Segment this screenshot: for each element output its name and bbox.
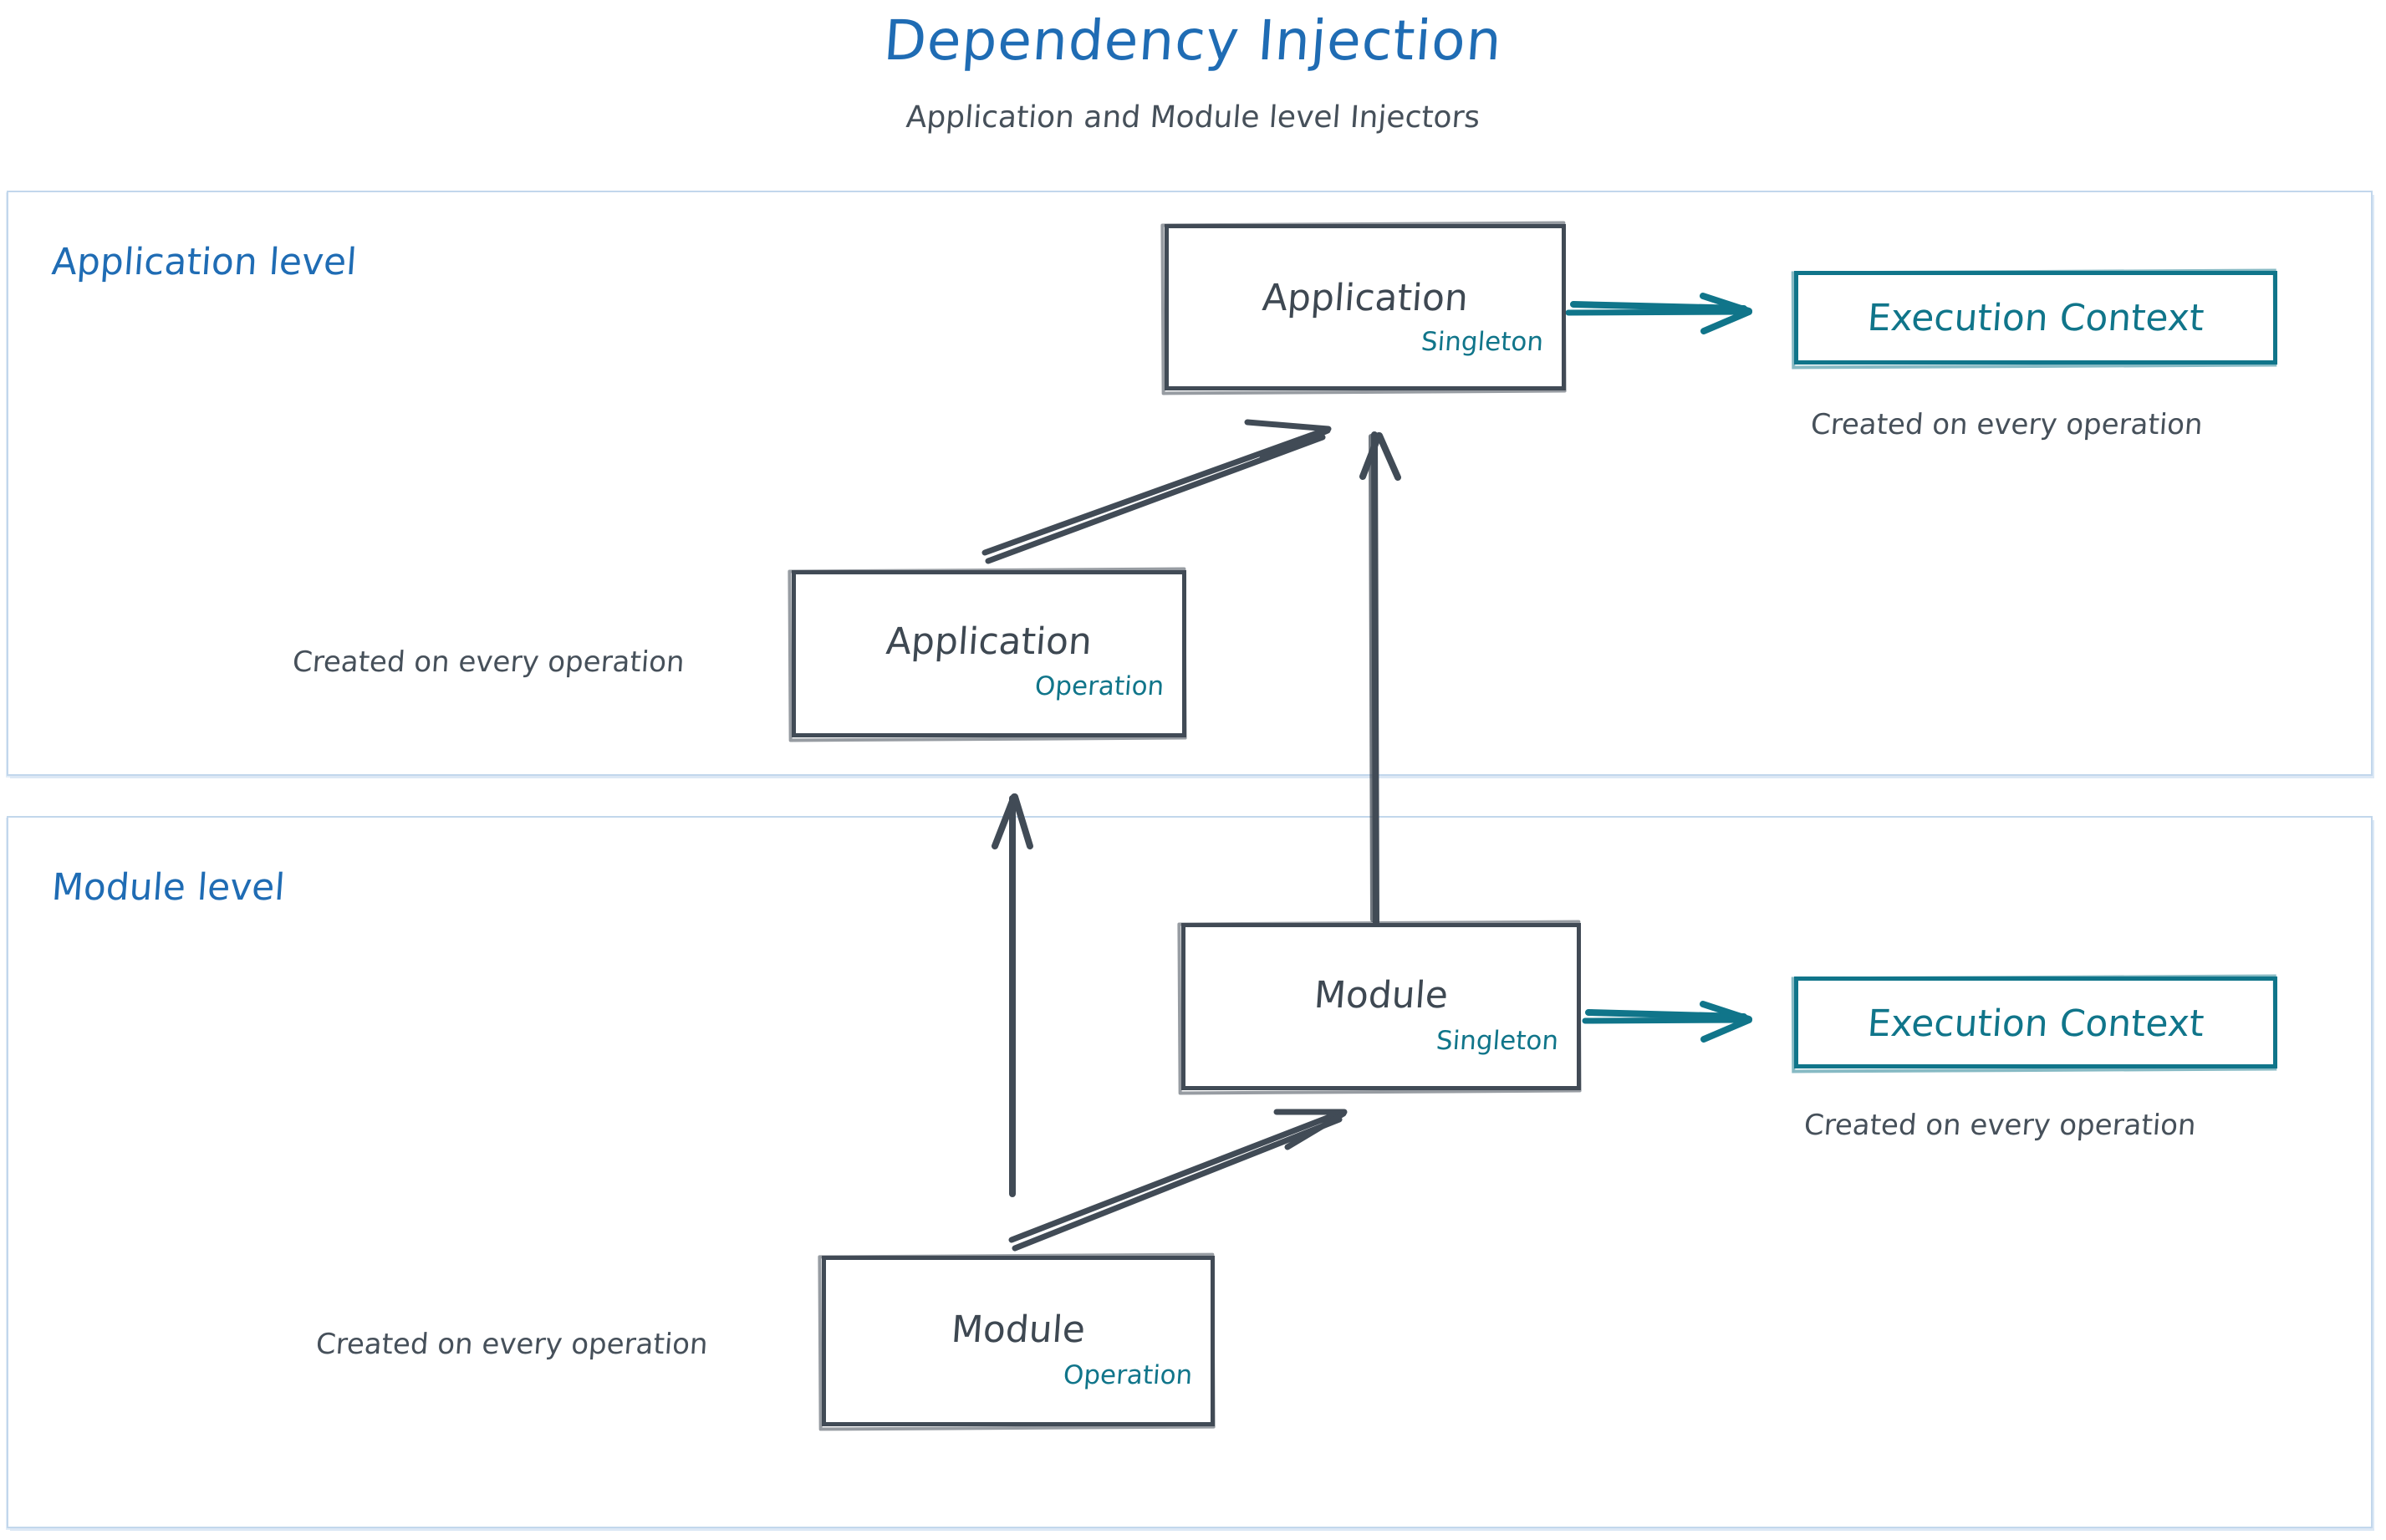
node-scope-label: Operation: [1033, 671, 1165, 701]
node-title: Application: [885, 620, 1094, 663]
node-application-singleton[interactable]: Application Singleton: [1165, 224, 1566, 390]
node-module-singleton[interactable]: Module Singleton: [1181, 923, 1581, 1090]
application-execution-context-caption: Created on every operation: [1809, 408, 2205, 441]
node-title: Module: [1313, 974, 1450, 1017]
execution-context-label: Execution Context: [1866, 297, 2205, 339]
node-scope-label: Singleton: [1420, 327, 1545, 357]
application-operation-caption: Created on every operation: [291, 645, 686, 679]
application-level-label: Application level: [50, 241, 359, 283]
module-level-label: Module level: [50, 866, 287, 909]
page-title: Dependency Injection: [881, 8, 1505, 73]
node-title: Module: [950, 1308, 1087, 1351]
page-subtitle: Application and Module level Injectors: [905, 100, 1481, 135]
node-application-execution-context[interactable]: Execution Context: [1794, 271, 2277, 365]
execution-context-label: Execution Context: [1866, 1002, 2205, 1045]
module-execution-context-caption: Created on every operation: [1802, 1109, 2198, 1142]
module-operation-caption: Created on every operation: [314, 1328, 710, 1361]
node-title: Application: [1261, 277, 1470, 319]
application-level-container: [7, 191, 2373, 776]
node-application-operation[interactable]: Application Operation: [792, 570, 1186, 737]
node-module-operation[interactable]: Module Operation: [822, 1256, 1215, 1426]
node-scope-label: Operation: [1062, 1360, 1194, 1390]
module-level-container: [7, 816, 2373, 1528]
node-module-execution-context[interactable]: Execution Context: [1794, 977, 2277, 1068]
node-scope-label: Singleton: [1435, 1026, 1560, 1056]
